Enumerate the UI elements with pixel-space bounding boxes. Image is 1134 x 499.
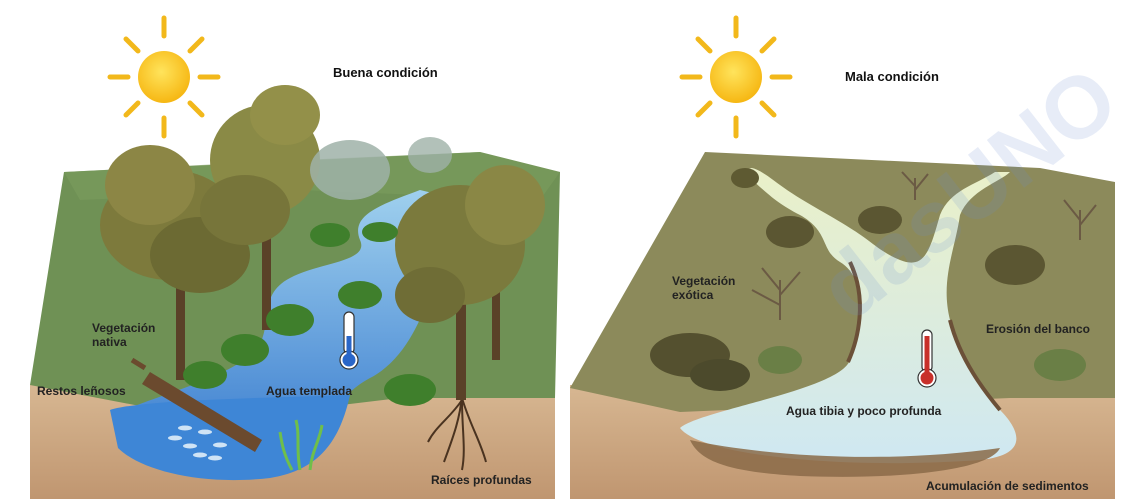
bad-condition-title: Mala condición [845, 70, 939, 84]
label-exotic-vegetation: Vegetación exótica [672, 274, 735, 302]
good-condition-panel [30, 18, 560, 499]
label-bank-erosion: Erosión del banco [986, 322, 1090, 336]
sun-icon-bad [682, 18, 790, 136]
label-native-vegetation: Vegetación nativa [92, 321, 155, 349]
label-deep-roots: Raíces profundas [431, 473, 532, 487]
sun-icon-good [110, 18, 218, 136]
good-condition-title: Buena condición [333, 66, 438, 80]
label-warm-shallow-water: Agua tibia y poco profunda [786, 404, 941, 418]
label-temperate-water: Agua templada [266, 384, 352, 398]
label-woody-debris: Restos leñosos [37, 384, 126, 398]
label-sediment-accumulation: Acumulación de sedimentos [926, 479, 1089, 493]
